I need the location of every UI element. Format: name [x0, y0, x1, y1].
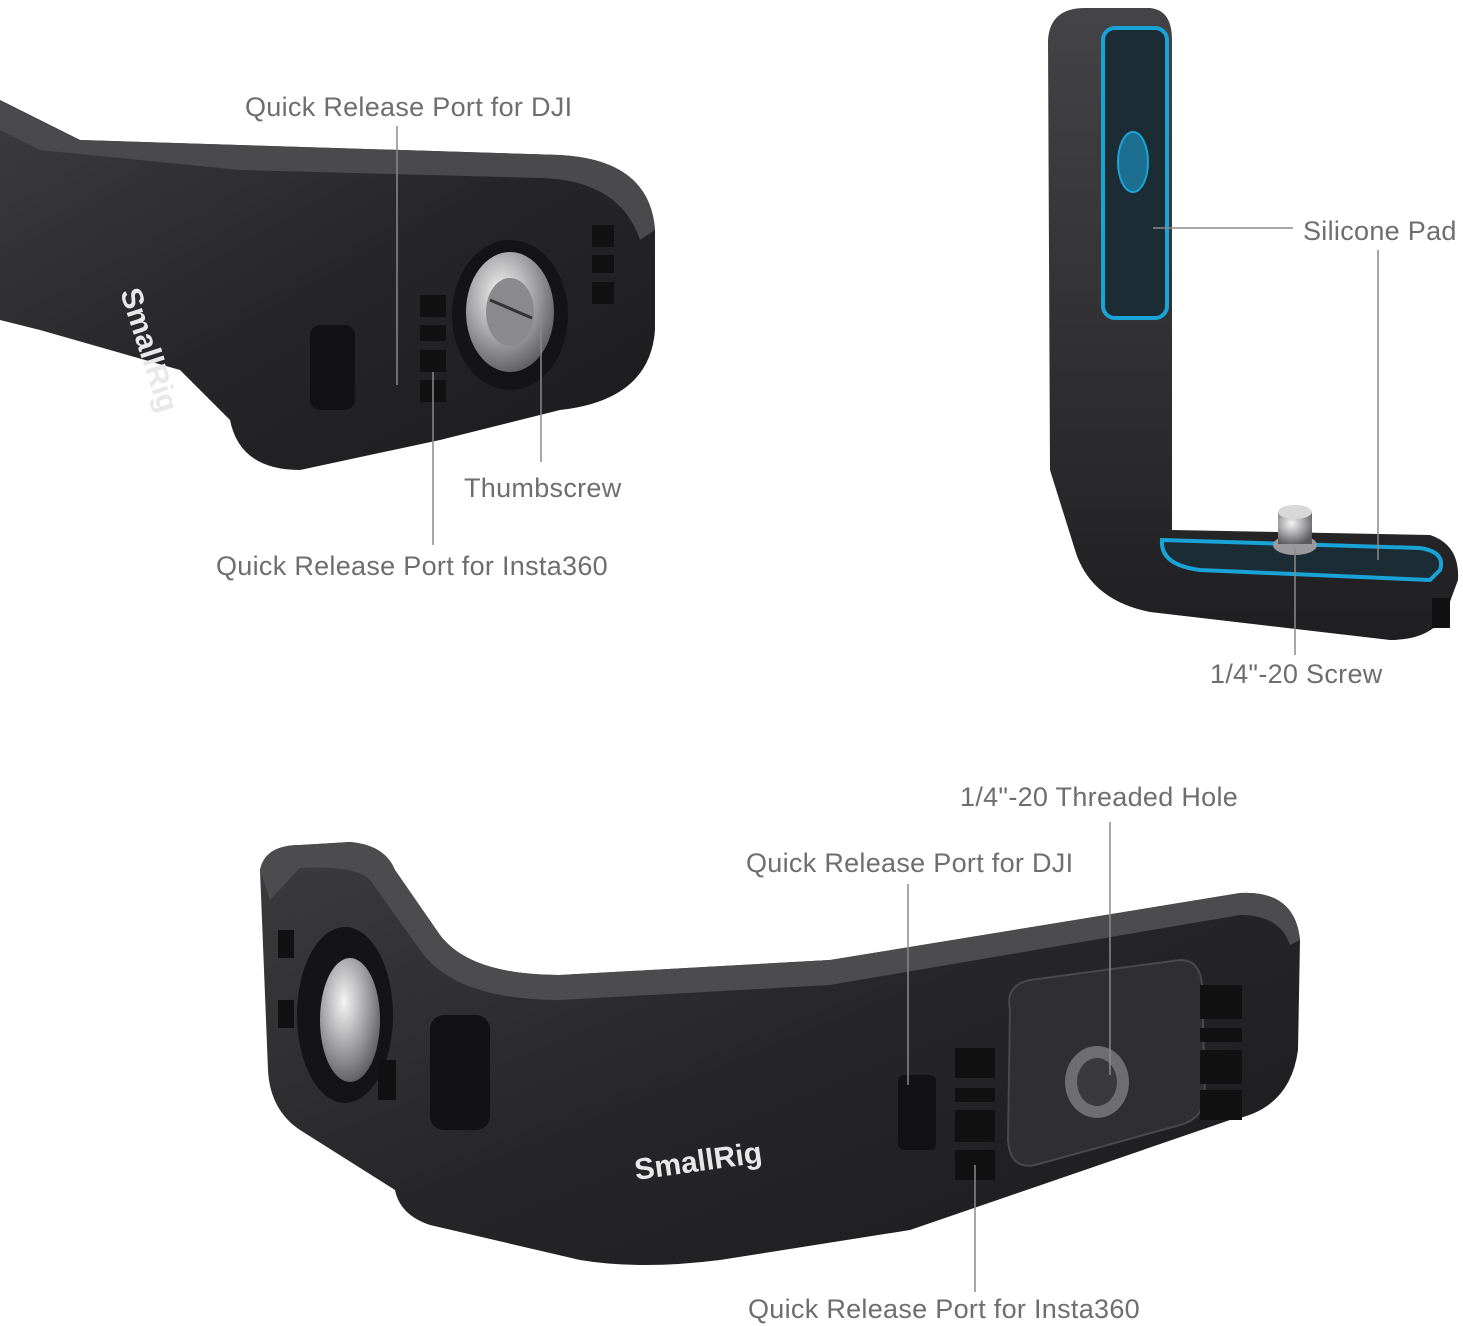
leader-lines: [396, 126, 1379, 1292]
label-silicone-pad: Silicone Pad: [1303, 216, 1457, 246]
bottom-bracket: SmallRig: [260, 842, 1300, 1265]
label-screw: 1/4"-20 Screw: [1210, 659, 1383, 689]
label-thumbscrew: Thumbscrew: [464, 473, 622, 503]
top-left-bracket: SmallRig: [0, 100, 655, 470]
right-l-bracket: [1048, 8, 1459, 640]
label-threaded-hole: 1/4"-20 Threaded Hole: [960, 782, 1239, 812]
label-bottom-insta360-port: Quick Release Port for Insta360: [748, 1294, 1140, 1324]
label-bottom-dji-port: Quick Release Port for DJI: [746, 848, 1074, 878]
label-top-dji-port: Quick Release Port for DJI: [245, 92, 573, 122]
label-top-insta360-port: Quick Release Port for Insta360: [216, 551, 608, 581]
